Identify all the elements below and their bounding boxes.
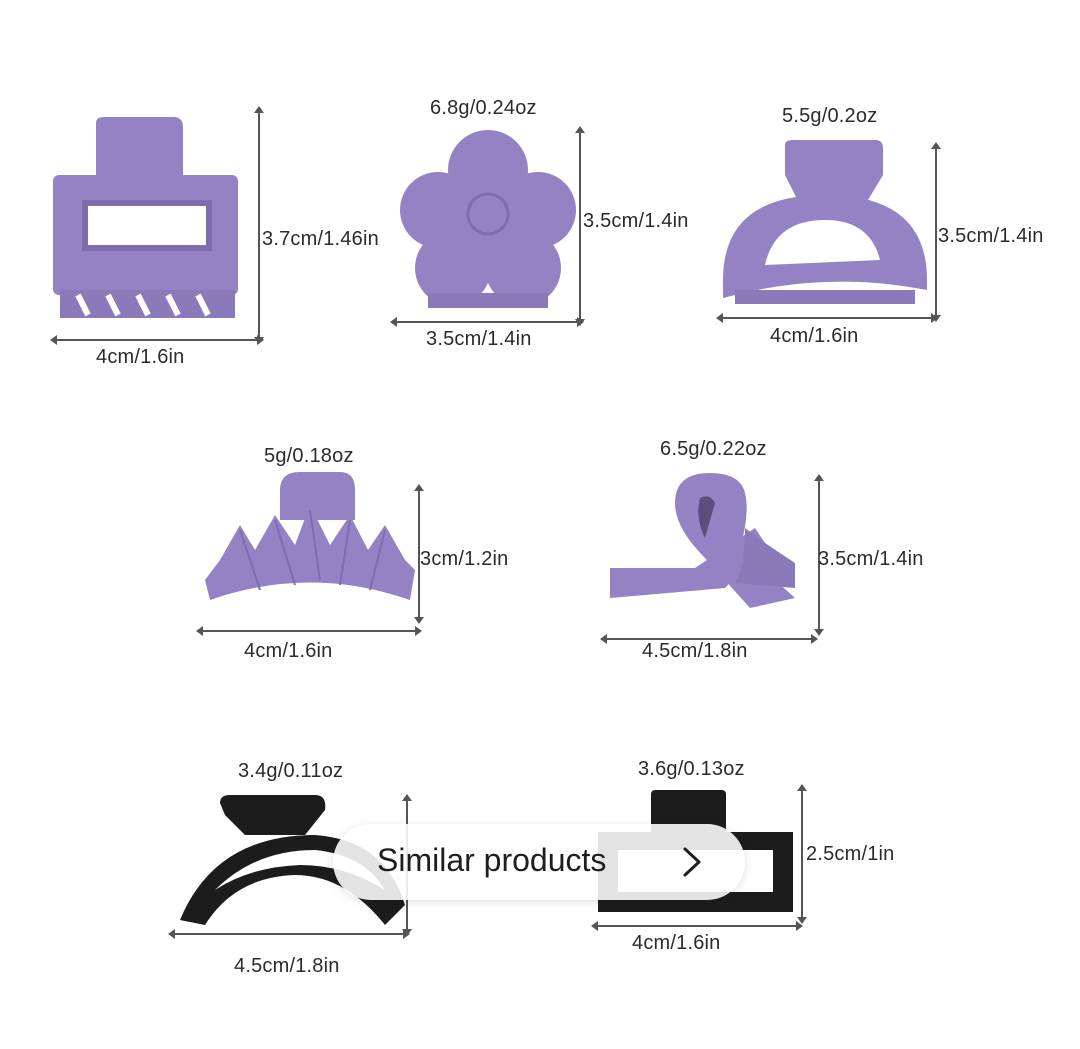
width-arrow (600, 634, 818, 644)
similar-products-label: Similar products (377, 842, 607, 878)
weight-label: 3.4g/0.11oz (238, 760, 344, 782)
half-moon-clip-image (723, 140, 927, 304)
width-label: 4.5cm/1.8in (234, 955, 340, 977)
ribbon-clip-image (610, 473, 795, 608)
height-label: 3cm/1.2in (420, 548, 509, 570)
width-arrow (196, 626, 422, 636)
width-arrow (390, 317, 584, 327)
wave-clip-image (205, 472, 415, 600)
width-label: 4cm/1.6in (632, 932, 721, 954)
width-arrow (716, 313, 938, 323)
similar-products-button[interactable]: Similar products (333, 824, 745, 900)
height-label: 3.5cm/1.4in (938, 225, 1044, 247)
height-label: 3.5cm/1.4in (583, 210, 689, 232)
height-arrow (797, 784, 807, 924)
height-arrow (931, 142, 941, 322)
width-arrow (591, 921, 803, 931)
height-arrow (814, 474, 824, 636)
width-label: 4cm/1.6in (770, 325, 859, 347)
height-arrow (254, 106, 264, 344)
flower-clip-image (400, 130, 576, 308)
width-label: 4cm/1.6in (244, 640, 333, 662)
weight-label: 6.5g/0.22oz (660, 438, 767, 460)
weight-label: 5g/0.18oz (264, 445, 354, 467)
chevron-right-icon (683, 847, 701, 877)
width-arrow (50, 335, 264, 345)
height-label: 2.5cm/1in (806, 843, 895, 865)
height-arrow (414, 484, 424, 624)
width-label: 4.5cm/1.8in (642, 640, 748, 662)
weight-label: 6.8g/0.24oz (430, 97, 537, 119)
height-label: 3.5cm/1.4in (818, 548, 924, 570)
width-label: 3.5cm/1.4in (426, 328, 532, 350)
weight-label: 3.6g/0.13oz (638, 758, 745, 780)
weight-label: 5.5g/0.2oz (782, 105, 878, 127)
width-arrow (168, 929, 410, 939)
height-label: 3.7cm/1.46in (262, 228, 379, 250)
height-arrow (575, 126, 585, 326)
rectangle-clip-image (53, 117, 238, 318)
width-label: 4cm/1.6in (96, 346, 185, 368)
